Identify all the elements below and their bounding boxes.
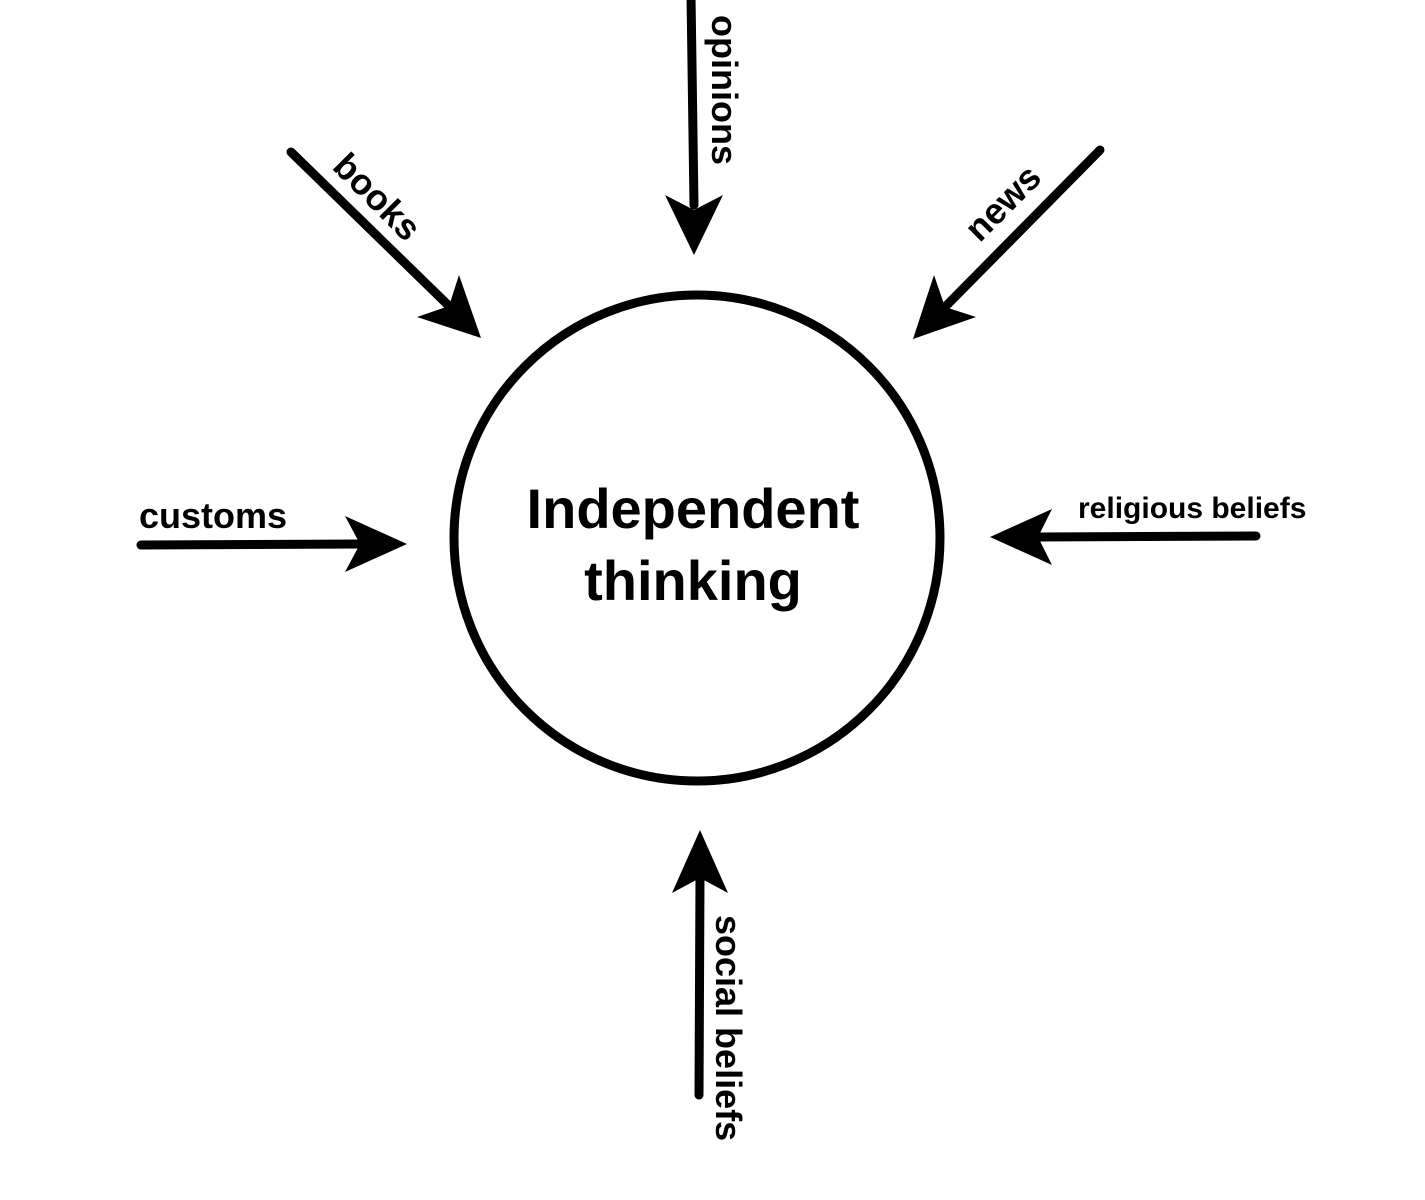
- arrow-news: [913, 145, 1105, 339]
- label-social-beliefs: social beliefs: [708, 915, 749, 1141]
- central-circle: [449, 290, 945, 786]
- center-label-line2: thinking: [584, 549, 802, 612]
- center-label-line1: Independent: [527, 477, 860, 540]
- label-religious-beliefs: religious beliefs: [1078, 492, 1306, 525]
- arrow-opinions: [665, 0, 723, 255]
- label-opinions: opinions: [704, 15, 745, 165]
- label-customs: customs: [139, 495, 287, 536]
- arrow-social-beliefs: [672, 830, 728, 1100]
- arrow-religious-beliefs: [990, 509, 1261, 565]
- arrow-books: [286, 147, 481, 338]
- arrow-customs: [136, 516, 407, 572]
- label-news: news: [956, 156, 1049, 249]
